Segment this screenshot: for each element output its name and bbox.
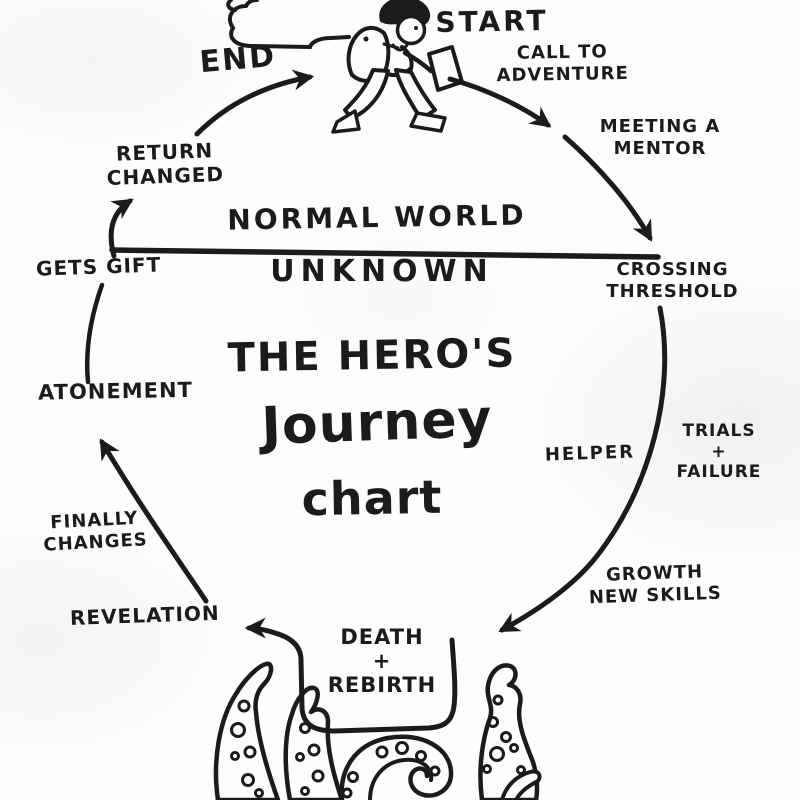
arm <box>402 50 434 74</box>
death-to-revelation-path <box>244 617 458 734</box>
diagram-title-line1: THE HERO'S <box>227 330 517 382</box>
diagram-title-line2: Journey <box>260 388 494 458</box>
tentacle-3-inner <box>368 757 434 800</box>
label-meeting-a-mentor: MEETING A MENTOR <box>599 116 721 159</box>
label-normal-world: NORMAL WORLD <box>227 198 527 237</box>
label-trials-failure: TRIALS + FAILURE <box>676 421 762 483</box>
label-helper: HELPER <box>544 441 636 466</box>
front-shoe <box>409 111 447 133</box>
threshold-to-death-arc <box>498 305 668 633</box>
tentacle-5-tip <box>500 769 542 800</box>
front-leg <box>394 68 437 121</box>
label-crossing-threshold: CROSSING THRESHOLD <box>606 259 739 302</box>
label-return-changed: RETURN CHANGED <box>106 138 225 191</box>
kraken-tentacles-icon <box>213 661 542 800</box>
backpack-dot <box>363 36 369 42</box>
tentacle-3-curl <box>339 734 454 800</box>
label-death-rebirth: DEATH + REBIRTH <box>327 625 437 698</box>
world-divider-line <box>109 247 661 260</box>
revelation-to-atonement-arrow <box>99 438 209 604</box>
collar <box>391 43 409 52</box>
label-end: END <box>198 38 278 81</box>
hero-walking-figure-icon <box>331 0 464 134</box>
eye <box>414 26 418 30</box>
cloud-icon <box>226 0 351 50</box>
face <box>395 14 427 46</box>
journey-path <box>84 69 668 734</box>
start-to-call-arrow <box>447 76 552 128</box>
back-shoe <box>331 109 361 134</box>
gift-to-return-arrow <box>108 198 134 259</box>
tentacle-suckers <box>230 694 526 799</box>
atonement-to-gift-arc <box>84 282 105 385</box>
label-growth-new-skills: GROWTH NEW SKILLS <box>588 561 723 609</box>
label-unknown: UNKNOWN <box>270 254 494 289</box>
label-call-to-adventure: CALL TO ADVENTURE <box>496 41 629 87</box>
label-atonement: ATONEMENT <box>37 377 194 405</box>
diagram-title-line3: chart <box>301 469 443 527</box>
tentacle-1 <box>213 661 281 800</box>
return-to-end-arrow <box>194 69 315 137</box>
label-finally-changes: FINALLY CHANGES <box>42 507 149 556</box>
mentor-descent-arrow <box>562 134 653 242</box>
label-start: START <box>435 4 549 39</box>
